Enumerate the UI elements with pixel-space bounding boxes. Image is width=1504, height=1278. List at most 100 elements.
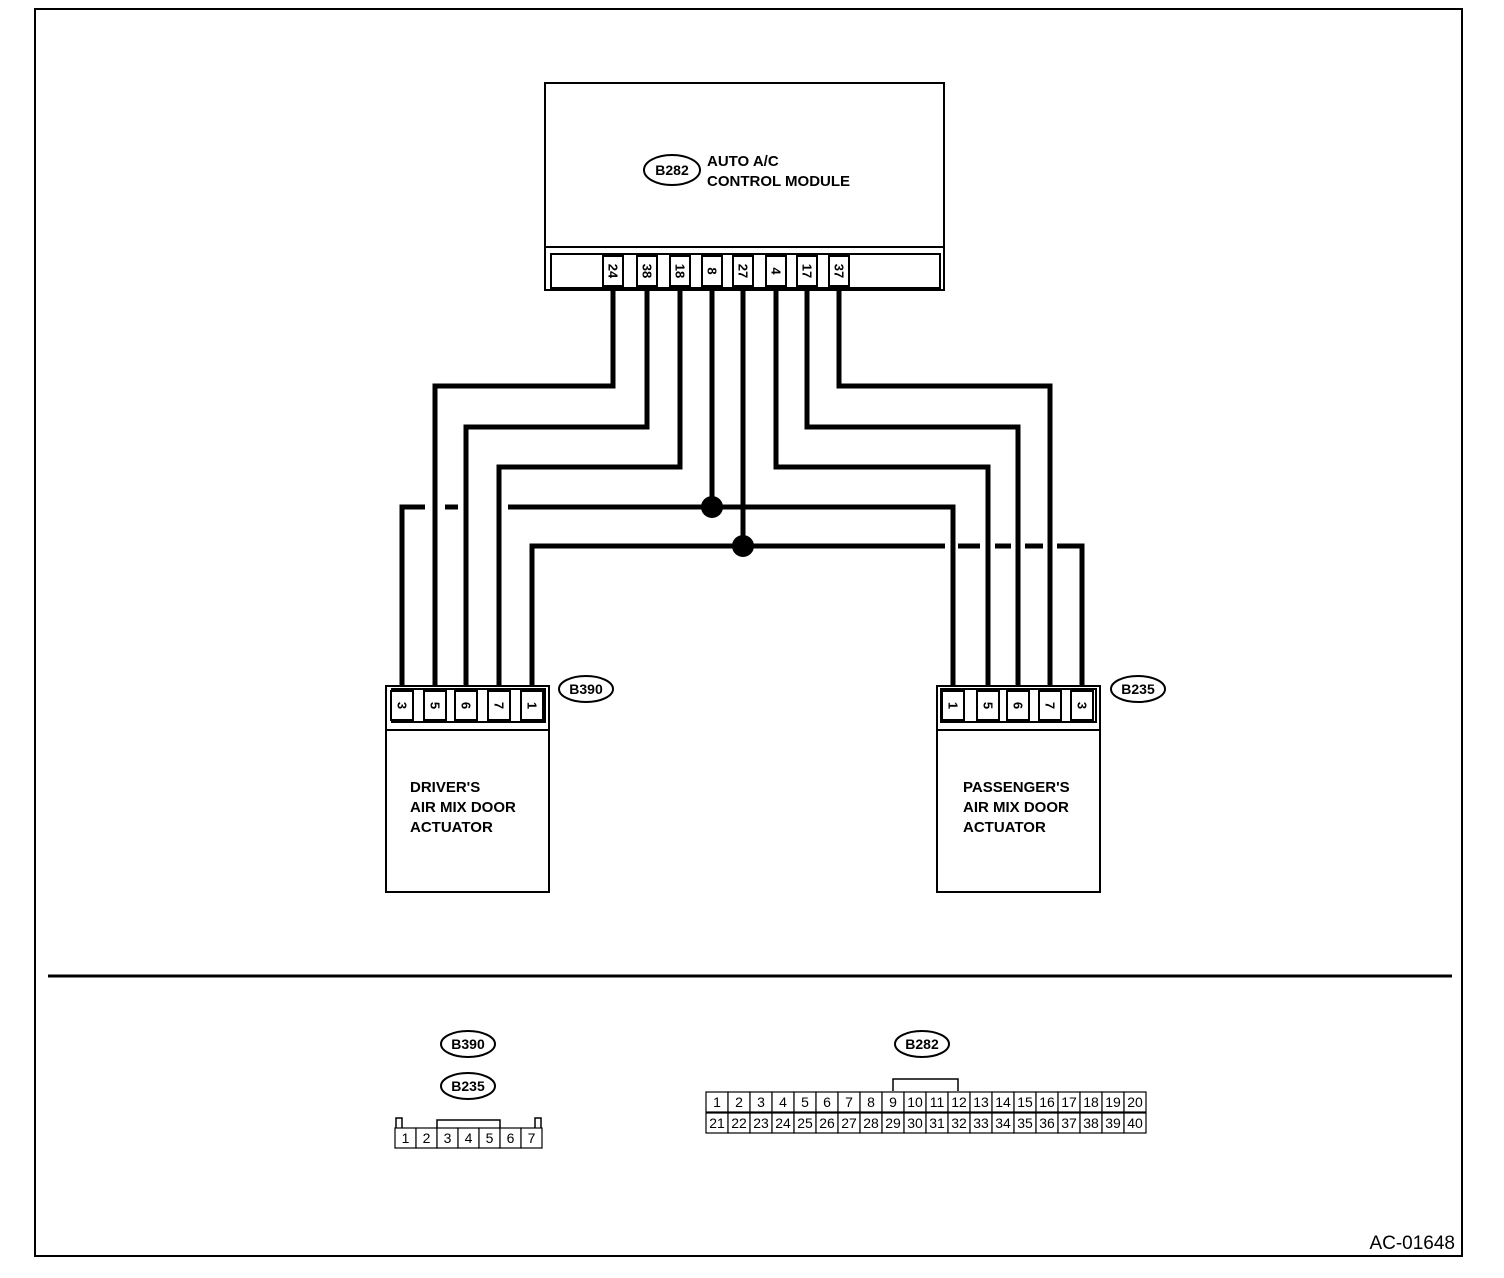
b282-row1-cell-label: 20	[1127, 1094, 1143, 1110]
b282-row2-cell-label: 25	[797, 1115, 813, 1131]
b282-row1-cell-label: 13	[973, 1094, 989, 1110]
module-pin-box	[732, 255, 754, 287]
b282-row2-cell-label: 34	[995, 1115, 1011, 1131]
b390-view-badge	[440, 1030, 496, 1058]
wire-27-to-b390-1	[529, 543, 945, 688]
wire-38-to-b390-6	[463, 290, 650, 688]
passenger-pin-label: 1	[946, 702, 961, 709]
b282-row1-cell-label: 9	[889, 1094, 897, 1110]
b282-row2-cell-label: 30	[907, 1115, 923, 1131]
driver-pin-box	[487, 690, 511, 721]
b282-row2-cell-label: 31	[929, 1115, 945, 1131]
module-pin-box	[796, 255, 818, 287]
b282-row2-cell-label: 39	[1105, 1115, 1121, 1131]
module-pin-label: 37	[832, 264, 847, 278]
b282-view-badge	[894, 1030, 950, 1058]
wire-37-to-b235-7	[836, 290, 1053, 688]
b282-row1-cell-label: 16	[1039, 1094, 1055, 1110]
small-connector-lock	[395, 1117, 542, 1128]
passenger-connector-code: B235	[1121, 681, 1155, 697]
passenger-pin-label: 5	[981, 702, 996, 709]
passenger-pin-label: 7	[1043, 702, 1058, 709]
driver-pin-label: 3	[395, 702, 410, 709]
passenger-pin-box	[1038, 690, 1062, 721]
b282-row2-cell-label: 36	[1039, 1115, 1055, 1131]
small-connector-cell	[520, 1127, 543, 1149]
b282-row1-cell-label: 19	[1105, 1094, 1121, 1110]
driver-pin-label: 7	[492, 702, 507, 709]
large-connector-lock	[892, 1078, 959, 1091]
module-connector-badge	[643, 154, 701, 186]
b282-row1-cell-label: 17	[1061, 1094, 1077, 1110]
small-connector-cell-label: 7	[528, 1130, 536, 1146]
b282-row2-cell-label: 24	[775, 1115, 791, 1131]
b282-row2-cell-label: 28	[863, 1115, 879, 1131]
driver-actuator-body	[385, 729, 550, 893]
b282-row2-cell	[1123, 1112, 1147, 1134]
b390-view-code: B390	[451, 1036, 485, 1052]
small-connector-cell-label: 4	[465, 1130, 473, 1146]
module-pin-label: 24	[606, 264, 621, 279]
splice-point	[732, 535, 754, 557]
module-connector-code: B282	[655, 162, 689, 178]
b282-row1-cell-label: 4	[779, 1094, 787, 1110]
passenger-name-line1: PASSENGER'S	[963, 779, 1070, 796]
b235-view-code: B235	[451, 1078, 485, 1094]
b282-row2-cell-label: 32	[951, 1115, 967, 1131]
b282-view-code: B282	[905, 1036, 939, 1052]
module-name-line1: AUTO A/C	[707, 153, 779, 170]
passenger-connector-badge	[1110, 675, 1166, 703]
module-pin-box	[602, 255, 624, 287]
b282-row1-cell-label: 18	[1083, 1094, 1099, 1110]
b282-row1-cell-label: 10	[907, 1094, 923, 1110]
b282-row1-cell-label: 1	[713, 1094, 721, 1110]
module-pin-label: 17	[800, 264, 815, 278]
b282-row1-cell-label: 12	[951, 1094, 967, 1110]
b282-row2-cell-label: 38	[1083, 1115, 1099, 1131]
driver-name-line3: ACTUATOR	[410, 819, 493, 836]
wire-24-to-b390-5	[432, 290, 616, 688]
b282-row1-cell	[1123, 1091, 1147, 1113]
driver-pin-box	[454, 690, 478, 721]
driver-name-line2: AIR MIX DOOR	[410, 799, 516, 816]
wiring-harness	[399, 290, 1085, 688]
passenger-pin-box	[1006, 690, 1030, 721]
b282-row1-cell-label: 15	[1017, 1094, 1033, 1110]
driver-connector-code: B390	[569, 681, 603, 697]
b235-view-badge	[440, 1072, 496, 1100]
passenger-pin-box	[976, 690, 1000, 721]
driver-pin-box	[423, 690, 447, 721]
b282-row2-cell-label: 26	[819, 1115, 835, 1131]
driver-pin-label: 1	[525, 702, 540, 709]
wire-4-to-b235-5	[773, 290, 991, 688]
b282-row2-cell-label: 23	[753, 1115, 769, 1131]
passenger-pin-box	[1070, 690, 1094, 721]
b282-row2-cell-label: 37	[1061, 1115, 1077, 1131]
module-pin-label: 4	[769, 267, 784, 275]
driver-pin-box	[390, 690, 414, 721]
small-connector-cell-label: 1	[402, 1130, 410, 1146]
module-connector-strip	[550, 253, 941, 289]
driver-pin-label: 6	[459, 702, 474, 709]
small-connector-cell-label: 2	[423, 1130, 431, 1146]
b282-row2-cell-label: 29	[885, 1115, 901, 1131]
module-pin-box	[669, 255, 691, 287]
wire-b390-3	[399, 504, 425, 688]
wire-b235-3	[1057, 543, 1085, 688]
module-pin-label: 38	[640, 264, 655, 278]
passenger-pin-label: 3	[1075, 702, 1090, 709]
b282-row1-cell-label: 5	[801, 1094, 809, 1110]
small-connector-cell-label: 5	[486, 1130, 494, 1146]
wire-17-to-b235-6	[804, 290, 1021, 688]
passenger-name-line3: ACTUATOR	[963, 819, 1046, 836]
b282-row1-cell-label: 11	[930, 1094, 945, 1110]
module-pin-box	[636, 255, 658, 287]
small-connector-cell-label: 3	[444, 1130, 452, 1146]
